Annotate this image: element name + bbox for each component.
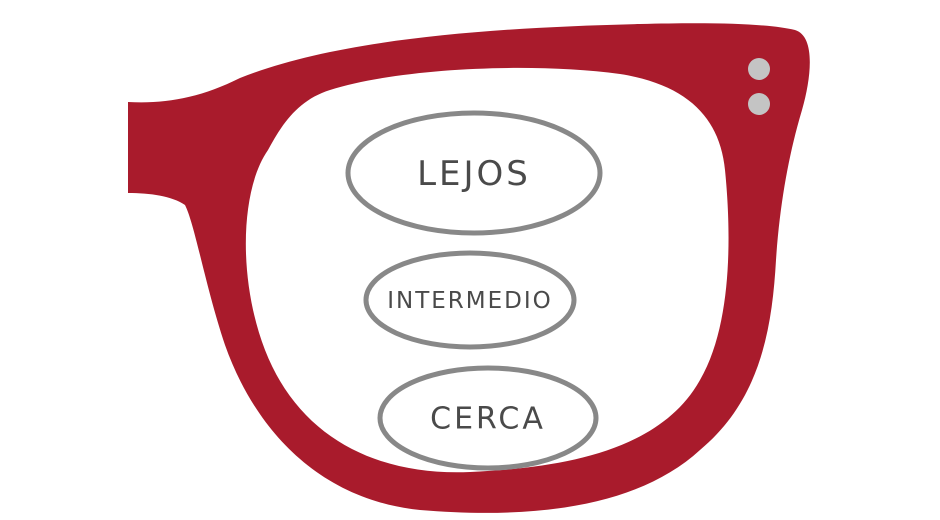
zone-near-label: CERCA: [430, 402, 546, 437]
zone-far-label: LEJOS: [417, 154, 531, 194]
glasses-frame: [128, 23, 810, 513]
rivet-bottom-icon: [748, 93, 770, 115]
zone-intermediate-label: INTERMEDIO: [387, 288, 553, 314]
zone-intermediate-outline: [363, 250, 577, 350]
zone-intermediate: INTERMEDIO: [363, 250, 577, 350]
zone-near-outline: [377, 365, 599, 471]
rivet-top-icon: [748, 58, 770, 80]
zone-far-outline: [345, 110, 603, 236]
zone-near: CERCA: [377, 365, 599, 471]
zone-far: LEJOS: [345, 110, 603, 236]
